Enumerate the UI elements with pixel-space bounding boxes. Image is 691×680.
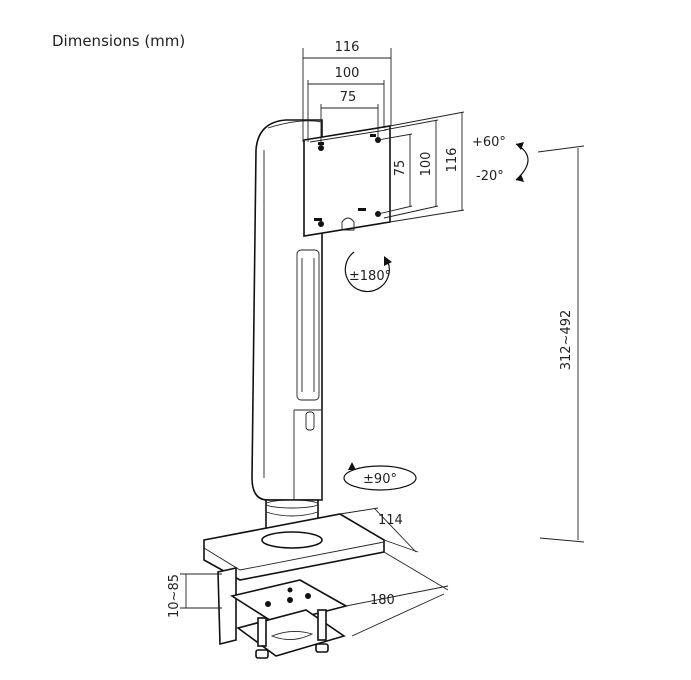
base-width-label: 180 [370,593,395,608]
tilt-indicator: +60° -20° [472,135,529,184]
base-depth-dimension: 114 [339,507,419,553]
desk-clamp [217,567,349,659]
rotation-label: ±180° [349,269,391,284]
vesa-plate [303,125,391,237]
vesa-width-100-label: 100 [335,66,360,81]
height-range-label: 312~492 [559,310,574,371]
vesa-width-116-label: 116 [335,40,360,55]
swivel-indicator: ±90° [343,462,417,491]
base-width-dimension: 180 [345,551,449,637]
vesa-width-75-label: 75 [340,90,357,105]
rotation-indicator: ±180° [344,251,392,293]
clamp-range-label: 10~85 [167,574,182,618]
swivel-label: ±90° [363,472,397,487]
diagram-title: Dimensions (mm) [52,32,186,50]
tilt-down-label: -20° [476,169,504,184]
height-range-dimension: 312~492 [537,145,585,543]
base-depth-label: 114 [378,513,403,528]
vesa-height-116-label: 116 [445,148,460,173]
vesa-height-75-label: 75 [393,160,408,177]
vesa-width-dimensions: 116 100 75 [302,40,392,146]
clamp-range-dimension: 10~85 [167,573,222,618]
tilt-up-label: +60° [472,135,506,150]
vesa-height-100-label: 100 [419,152,434,177]
vesa-height-dimensions: 75 100 116 [377,111,465,223]
